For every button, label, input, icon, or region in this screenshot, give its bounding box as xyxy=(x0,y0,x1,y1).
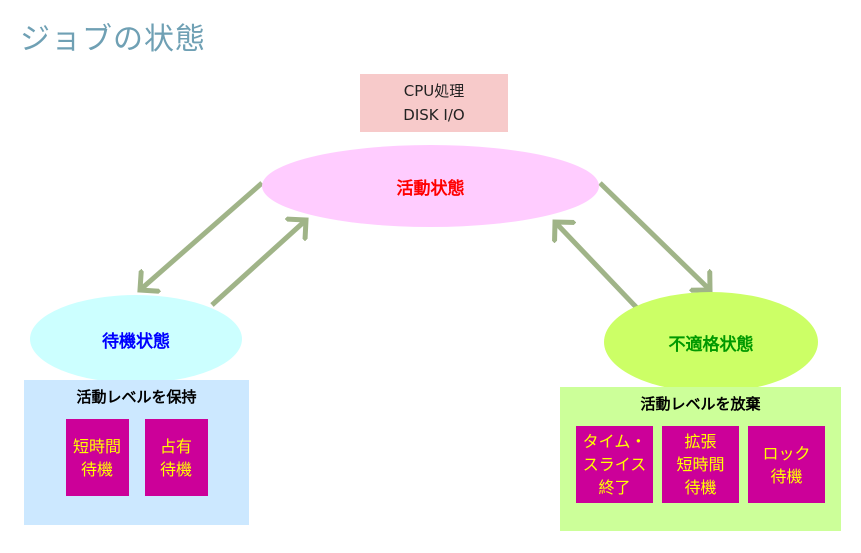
exclusive-wait-tile: 占有 待機 xyxy=(144,419,208,496)
waiting-state: 待機状態 xyxy=(30,295,242,383)
arrow-active-to-waiting xyxy=(140,181,264,290)
unfit-state: 不適格状態 xyxy=(604,292,818,392)
disk-label: DISK I/O xyxy=(403,106,465,124)
cpu-label: CPU処理 xyxy=(403,82,465,100)
short-wait-tile: 短時間 待機 xyxy=(65,419,129,496)
diagram-title: ジョブの状態 xyxy=(20,22,206,57)
cpu-disk-box: CPU処理 DISK I/O xyxy=(360,74,508,132)
arrow-waiting-to-active xyxy=(210,220,306,307)
active-state-label: 活動状態 xyxy=(396,178,465,199)
release-activity-heading: 活動レベルを放棄 xyxy=(640,395,761,413)
unfit-state-label: 不適格状態 xyxy=(668,334,754,355)
timeslice-end-tile: タイム・ スライス 終了 xyxy=(576,426,653,503)
active-state: 活動状態 xyxy=(262,145,599,227)
arrow-active-to-unfit xyxy=(598,181,710,290)
arrow-unfit-to-active xyxy=(555,222,639,310)
release-activity-panel: 活動レベルを放棄 タイム・ スライス 終了 拡張 短時間 待機 ロック 待機 xyxy=(560,387,841,531)
waiting-state-label: 待機状態 xyxy=(102,331,170,352)
lock-wait-tile: ロック 待機 xyxy=(748,426,825,503)
extended-short-wait-tile: 拡張 短時間 待機 xyxy=(662,426,739,503)
keep-activity-panel: 活動レベルを保持 短時間 待機 占有 待機 xyxy=(24,380,249,525)
keep-activity-heading: 活動レベルを保持 xyxy=(76,388,197,406)
